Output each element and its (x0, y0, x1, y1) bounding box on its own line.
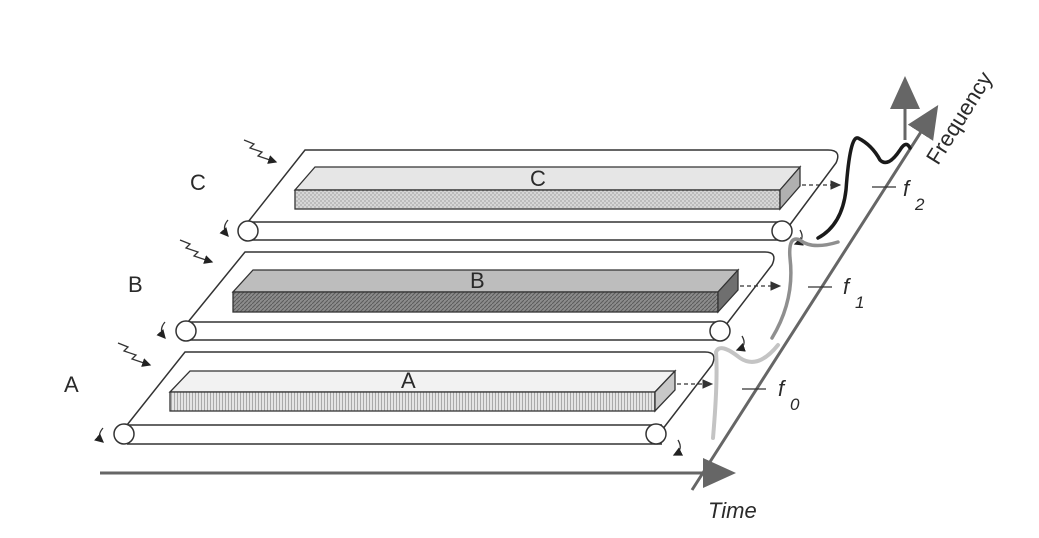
side-label-c: C (190, 170, 206, 195)
svg-text:f: f (843, 274, 852, 299)
roller-right-a (645, 423, 667, 445)
freq-label-f1: f 1 (843, 274, 864, 312)
roller-left-a (113, 423, 135, 445)
block-label-a: A (401, 368, 416, 393)
block-label-c: C (530, 166, 546, 191)
signal-icon-c (243, 139, 278, 164)
frequency-curve-b (770, 237, 840, 340)
block-c (293, 165, 842, 211)
frequency-curve-c (816, 136, 912, 240)
conveyor-belt-b (156, 251, 775, 352)
svg-text:f: f (903, 176, 912, 201)
frequency-axis-label: Frequency (921, 67, 997, 168)
side-label-b: B (128, 272, 143, 297)
conveyor-belt-a (94, 351, 715, 456)
svg-text:f: f (778, 376, 787, 401)
svg-text:0: 0 (790, 395, 800, 414)
conveyor-belt-c (219, 149, 839, 246)
block-a (168, 369, 714, 413)
block-label-b: B (470, 268, 485, 293)
time-axis-label: Time (708, 498, 757, 523)
frequency-curve-a (711, 343, 780, 440)
side-label-a: A (64, 372, 79, 397)
block-b (231, 268, 782, 314)
freq-label-f0: f 0 (778, 376, 800, 414)
svg-text:2: 2 (914, 195, 925, 214)
roller-right-c (771, 220, 793, 242)
roller-left-c (237, 220, 259, 242)
roller-right-b (709, 320, 731, 342)
frequency-axis (690, 104, 939, 491)
signal-icon-b (179, 239, 214, 264)
svg-text:1: 1 (855, 293, 864, 312)
roller-left-b (175, 320, 197, 342)
signal-icon-a (117, 342, 152, 367)
freq-label-f2: f 2 (903, 176, 925, 214)
